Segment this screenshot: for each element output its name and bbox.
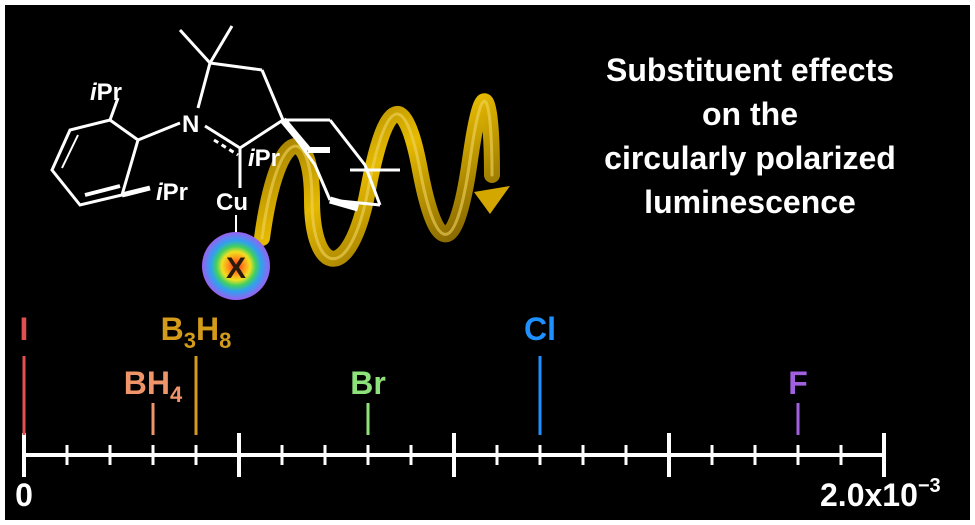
axis-max-label: 2.0x10−3: [820, 475, 941, 513]
marker-f: F: [788, 365, 808, 435]
title-line-4: luminescence: [644, 184, 856, 220]
black-panel: [5, 5, 970, 520]
ligand-x-icon: X: [202, 232, 270, 300]
title-line-2: on the: [702, 96, 798, 132]
marker-label: I: [20, 311, 29, 347]
ipr-mid-label: iPr: [248, 145, 280, 172]
title-line-1: Substituent effects: [605, 52, 895, 88]
title-line-3: circularly polarized: [604, 140, 896, 176]
nitrogen-label: N: [182, 111, 199, 138]
figure-title: Substituent effects on the circularly po…: [560, 48, 940, 224]
marker-label: Cl: [524, 311, 556, 347]
marker-label: B3H8: [161, 311, 232, 353]
marker-label: F: [788, 365, 808, 401]
copper-label: Cu: [216, 189, 248, 216]
marker-bh: BH4: [124, 365, 183, 435]
marker-br: Br: [350, 365, 386, 435]
atom-labels: iPr N iPr iPr Cu: [90, 79, 280, 216]
molecule-structure: [50, 25, 400, 246]
ipr-top-label: iPr: [90, 79, 122, 106]
cpl-spiral-icon: [254, 93, 510, 267]
marker-i: I: [20, 311, 29, 435]
ipr-right-label: iPr: [156, 179, 188, 206]
marker-cl: Cl: [524, 311, 556, 435]
marker-label: Br: [350, 365, 386, 401]
glum-axis: [22, 433, 886, 477]
marker-label: BH4: [124, 365, 183, 407]
ligand-x-label: X: [226, 252, 246, 285]
axis-min-label: 0: [15, 477, 33, 513]
marker-b: B3H8: [161, 311, 232, 435]
